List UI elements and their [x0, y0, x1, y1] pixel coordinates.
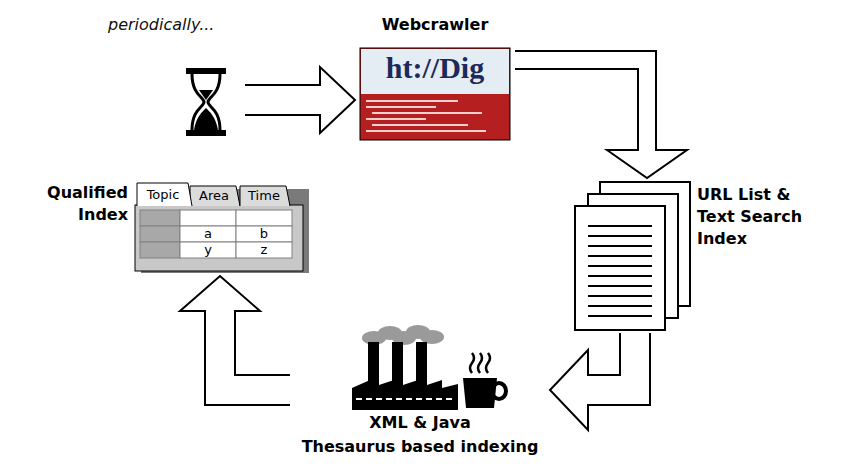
node-label: Qualified Index: [8, 182, 128, 226]
page-lines: [588, 226, 652, 316]
crawler-logo: [360, 48, 510, 140]
hourglass-cap: [186, 130, 226, 136]
logo-code-line: [372, 124, 468, 126]
block-arrow-inner: [245, 86, 323, 114]
table-widget: [135, 183, 309, 273]
block-arrow-inner: [515, 60, 647, 153]
hourglass-glass: [192, 74, 220, 130]
index-files-node: URL List & Text Search Index: [565, 178, 835, 333]
hourglass-icon: [186, 68, 226, 136]
tab-label: Time: [240, 186, 288, 206]
timer-node: periodically...: [100, 10, 245, 140]
logo-code-line: [366, 118, 426, 120]
logo-code-line: [372, 112, 482, 114]
steam: [470, 353, 490, 373]
arrowhead: [320, 67, 355, 133]
node-heading: Webcrawler: [382, 14, 489, 36]
tab: [190, 186, 240, 206]
factory-stripe: [356, 398, 454, 400]
node-label: Thesaurus based indexing: [302, 436, 539, 458]
node-label: XML & Java: [369, 412, 471, 434]
arrowhead: [607, 150, 687, 178]
connector-group: [245, 67, 355, 133]
grid: [140, 210, 292, 258]
connector-group: [550, 333, 635, 430]
table-cell: a: [180, 226, 236, 242]
tab-label: Topic: [137, 185, 189, 205]
tab: [240, 186, 290, 206]
documents-icon: [575, 182, 690, 330]
tab-label: Area: [190, 186, 238, 206]
tab-active: [137, 183, 192, 206]
node-label: URL List & Text Search Index: [697, 184, 831, 250]
connector-group: [180, 276, 290, 390]
block-arrow: [515, 60, 647, 151]
factory-building: [352, 380, 458, 410]
factory-icon: [352, 325, 458, 410]
logo-text: ht://Dig: [386, 50, 484, 86]
logo-ground: [360, 48, 510, 140]
logo-code-line: [366, 100, 458, 102]
table-cell: y: [180, 242, 236, 258]
crawler-node: Webcrawler ht://Dig: [355, 8, 515, 143]
cup-handle: [492, 383, 506, 399]
hourglass-sand: [199, 90, 213, 100]
coffee-cup-icon: [463, 353, 506, 408]
logo-code-line: [366, 106, 436, 108]
table-cell: z: [236, 242, 292, 258]
block-arrow-inner: [585, 333, 635, 390]
logo-band: [361, 49, 509, 94]
page: [575, 206, 665, 330]
table-cell: b: [236, 226, 292, 242]
logo-code-line: [366, 130, 486, 132]
hourglass-cap: [186, 68, 226, 74]
indexer-node: XML & JavaThesaurus based indexing: [290, 322, 550, 462]
panel: [135, 205, 303, 271]
block-arrow-inner: [220, 308, 290, 390]
note-text: periodically...: [108, 14, 214, 36]
hourglass-sand: [194, 108, 218, 130]
connector-group: [515, 60, 687, 178]
arrowhead: [180, 276, 260, 311]
arrowhead: [550, 350, 588, 430]
